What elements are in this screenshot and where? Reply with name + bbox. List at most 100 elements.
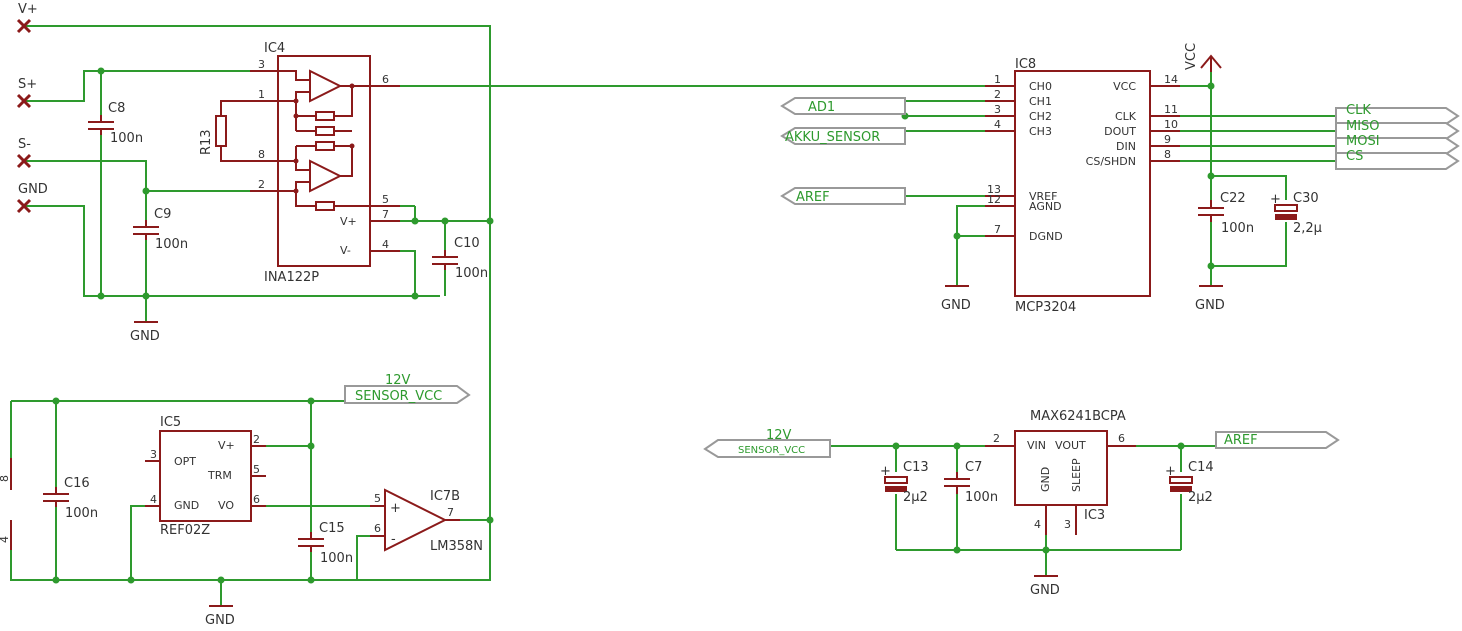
- ic8-pin-number: 11: [1164, 103, 1178, 116]
- gnd-label-5: GND: [1030, 583, 1060, 598]
- ic5-pin5: 5: [253, 463, 260, 476]
- net-flag-miso: MISO: [1335, 119, 1460, 140]
- ic8-pin-name: VREF: [1029, 190, 1057, 203]
- junction: [1207, 172, 1215, 180]
- net-flag-clk: CLK: [1335, 103, 1460, 125]
- c30-capacitor: + C30 2,2µ: [1270, 191, 1322, 236]
- c8-capacitor: C8 100n: [88, 101, 143, 146]
- net-sensor-vcc-label-1: SENSOR_VCC: [355, 389, 442, 404]
- c13-capacitor: + C13 2µ2: [880, 460, 929, 505]
- ic5-name: IC5: [160, 415, 181, 430]
- c13-value: 2µ2: [903, 490, 928, 505]
- net-aref-label-1: AREF: [796, 190, 830, 205]
- junction: [142, 187, 150, 195]
- junction: [52, 397, 60, 405]
- c7-name: C7: [965, 460, 982, 475]
- ic8-pin-number: 4: [994, 118, 1001, 131]
- ic8-pin-name: DIN: [1116, 140, 1136, 153]
- c16-name: C16: [64, 476, 90, 491]
- gnd-label-4: GND: [205, 613, 235, 628]
- ic3-pin4: 4: [1034, 518, 1041, 531]
- ic5-voltage-reference: IC5 REF02Z V+ OPT TRM GND VO 3 4 2 5 6: [145, 415, 266, 538]
- junction: [307, 442, 315, 450]
- gnd-symbol-1: GND: [130, 321, 160, 344]
- net-clk-label: CLK: [1346, 103, 1371, 118]
- ic8-pin-name: CH1: [1029, 95, 1052, 108]
- ic8-pin-name: VCC: [1113, 80, 1136, 93]
- c10-capacitor: C10 100n: [432, 236, 488, 281]
- ic5-pin3: 3: [150, 448, 157, 461]
- ic4-pin7: 7: [382, 208, 389, 221]
- net-12v-label-2: 12V: [766, 428, 792, 443]
- ic4-name: IC4: [264, 41, 285, 56]
- net-sensor-vcc-label-2: SENSOR_VCC: [738, 445, 805, 456]
- c22-name: C22: [1220, 191, 1246, 206]
- ic3-name: IC3: [1084, 508, 1105, 523]
- vcc-symbol: VCC: [1184, 43, 1222, 72]
- ic4-pin1: 1: [258, 88, 265, 101]
- ic8-pin-number: 9: [1164, 133, 1171, 146]
- net-cs-label: CS: [1346, 149, 1363, 164]
- junction: [97, 67, 105, 75]
- junction: [52, 576, 60, 584]
- ic3-value: MAX6241BCPA: [1030, 409, 1126, 424]
- ic4-pin8: 8: [258, 148, 265, 161]
- c16-capacitor: C16 100n: [43, 476, 98, 521]
- gnd-label-3: GND: [1195, 298, 1225, 313]
- ic5-pin6: 6: [253, 493, 260, 506]
- ic4-instrumentation-amp: IC4 INA122P 3 1 8 2 6 5 7 4 V+ V-: [250, 41, 400, 285]
- c22-capacitor: C22 100n: [1198, 191, 1254, 236]
- connector-sminus: S-: [16, 137, 31, 169]
- junction: [1207, 82, 1215, 90]
- ic8-name: IC8: [1015, 57, 1036, 72]
- c15-name: C15: [319, 521, 345, 536]
- ic8-pin-name: CH2: [1029, 110, 1052, 123]
- ic7b-opamp: + - 5 6 7 IC7B LM358N: [370, 488, 483, 554]
- ic8-pin-name: DOUT: [1104, 125, 1136, 138]
- ic4-pin4: 4: [382, 238, 389, 251]
- junctions: [52, 67, 1215, 584]
- net-miso-label: MISO: [1346, 119, 1380, 134]
- junction: [411, 292, 419, 300]
- ic5-value: REF02Z: [160, 523, 210, 538]
- junction: [892, 442, 900, 450]
- ic8-pin-number: 13: [987, 183, 1001, 196]
- ic8-adc: IC8 MCP3204 1CH02CH13CH24CH313VREF12AGND…: [985, 57, 1180, 315]
- c10-value: 100n: [455, 266, 488, 281]
- junction: [953, 232, 961, 240]
- ic4-pin2: 2: [258, 178, 265, 191]
- c14-name: C14: [1188, 460, 1214, 475]
- ic4-pin3: 3: [258, 58, 265, 71]
- connector-vplus: V+: [16, 2, 38, 34]
- ic4-pin6: 6: [382, 73, 389, 86]
- input-connectors: V+ S+ S- GND: [16, 2, 48, 214]
- junction: [1177, 442, 1185, 450]
- ic8-pin-name: AGND: [1029, 200, 1062, 213]
- junction: [486, 217, 494, 225]
- gnd-label-2: GND: [941, 298, 971, 313]
- junction: [217, 576, 225, 584]
- ic4-vminus-label: V-: [340, 244, 351, 257]
- net-aref-label-2: AREF: [1224, 433, 1258, 448]
- junction: [127, 576, 135, 584]
- ic4-vplus-label: V+: [340, 215, 357, 228]
- net-ad1-label: AD1: [808, 100, 835, 115]
- r13-resistor: R13: [199, 100, 250, 162]
- net-flag-cs: CS: [1335, 149, 1460, 170]
- ic5-pin2: 2: [253, 433, 260, 446]
- ic8-pin-number: 1: [994, 73, 1001, 86]
- c8-name: C8: [108, 101, 125, 116]
- c14-polarity: +: [1165, 464, 1176, 479]
- junction: [307, 576, 315, 584]
- c30-value: 2,2µ: [1293, 221, 1322, 236]
- c30-name: C30: [1293, 191, 1319, 206]
- ic8-pin-number: 8: [1164, 148, 1171, 161]
- ic3-pin2: 2: [993, 432, 1000, 445]
- ic3-voltage-reference: MAX6241BCPA IC3 VIN VOUT GND SLEEP 2 6 4…: [985, 409, 1136, 535]
- ic5-trm: TRM: [207, 469, 232, 482]
- connector-sminus-label: S-: [18, 137, 31, 152]
- ic7b-value: LM358N: [430, 539, 483, 554]
- ic5-vo: VO: [218, 499, 234, 512]
- ic8-value: MCP3204: [1015, 300, 1076, 315]
- ic7b-plus: +: [390, 501, 401, 516]
